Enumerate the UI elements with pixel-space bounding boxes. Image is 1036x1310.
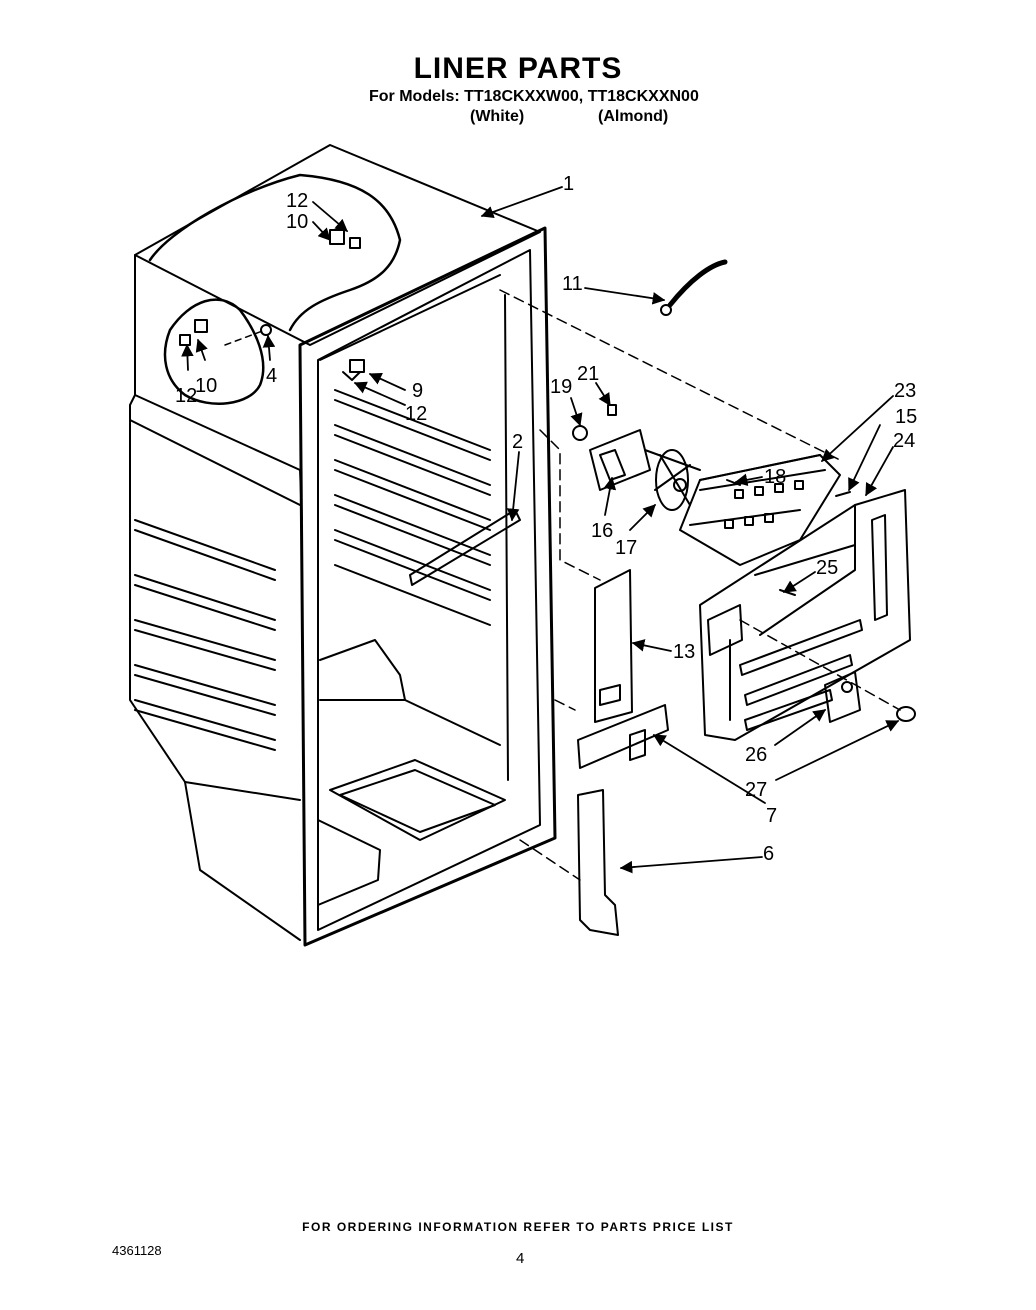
fan-motor-assembly — [572, 404, 701, 511]
callout-17: 17 — [615, 537, 637, 559]
evaporator-cover — [699, 489, 911, 741]
callout-25: 25 — [816, 557, 838, 579]
plate-26 — [824, 671, 861, 723]
callout-labels: 1 12 10 11 12 10 4 9 12 2 19 21 16 17 18… — [175, 173, 917, 865]
callout-10-top: 10 — [286, 211, 308, 233]
air-duct-grille — [679, 454, 841, 566]
color-label-white: (White) — [470, 108, 525, 125]
callout-16: 16 — [591, 520, 613, 542]
callout-9: 9 — [412, 380, 423, 402]
callout-6: 6 — [763, 843, 774, 865]
callout-1: 1 — [563, 173, 574, 195]
page-title: LINER PARTS — [413, 52, 623, 85]
liner-cabinet — [129, 144, 901, 947]
callout-12-top: 12 — [286, 190, 308, 212]
callout-21: 21 — [577, 363, 599, 385]
callout-18: 18 — [764, 466, 786, 488]
document-number: 4361128 — [112, 1243, 162, 1258]
callout-leaders — [181, 186, 900, 874]
models-line: For Models: TT18CKXXW00, TT18CKXXN00 — [369, 88, 699, 105]
screw-15 — [835, 491, 851, 497]
baffle-7 — [577, 704, 669, 769]
callout-7: 7 — [766, 805, 777, 827]
callout-23: 23 — [894, 380, 916, 402]
callout-19: 19 — [550, 376, 572, 398]
callout-12-right: 12 — [405, 403, 427, 425]
callout-24: 24 — [893, 430, 915, 452]
duct-6 — [577, 789, 619, 936]
callout-27: 27 — [745, 779, 767, 801]
callout-11: 11 — [562, 273, 583, 295]
callout-26: 26 — [745, 744, 767, 766]
air-channel-13 — [594, 569, 633, 723]
color-label-almond: (Almond) — [598, 108, 669, 125]
plug-27 — [896, 706, 916, 722]
callout-13: 13 — [673, 641, 695, 663]
callout-4: 4 — [266, 365, 277, 387]
callout-2: 2 — [512, 431, 523, 453]
callout-10-left: 10 — [195, 375, 217, 397]
callout-15: 15 — [895, 406, 917, 428]
page-number: 4 — [516, 1250, 525, 1267]
ordering-note: FOR ORDERING INFORMATION REFER TO PARTS … — [302, 1220, 734, 1234]
callout-12-left: 12 — [175, 385, 197, 407]
drain-tube — [667, 259, 728, 308]
